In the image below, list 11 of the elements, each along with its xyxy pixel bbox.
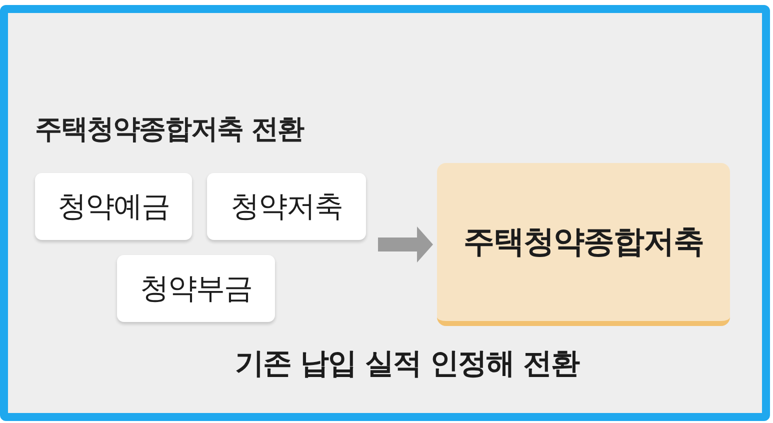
diagram-title: 주택청약종합저축 전환 xyxy=(35,113,304,147)
target-box xyxy=(437,163,730,326)
account-box xyxy=(35,173,192,240)
arrow xyxy=(378,226,433,262)
box-label: 청약예금 xyxy=(58,188,170,224)
box-label: 주택청약종합저축 xyxy=(464,223,704,262)
diagram-caption: 기존 납입 실적 인정해 전환 xyxy=(234,345,580,382)
box-label: 청약부금 xyxy=(140,270,252,306)
box-label: 청약저축 xyxy=(230,188,342,224)
account-box xyxy=(207,173,366,240)
account-box xyxy=(117,255,275,322)
